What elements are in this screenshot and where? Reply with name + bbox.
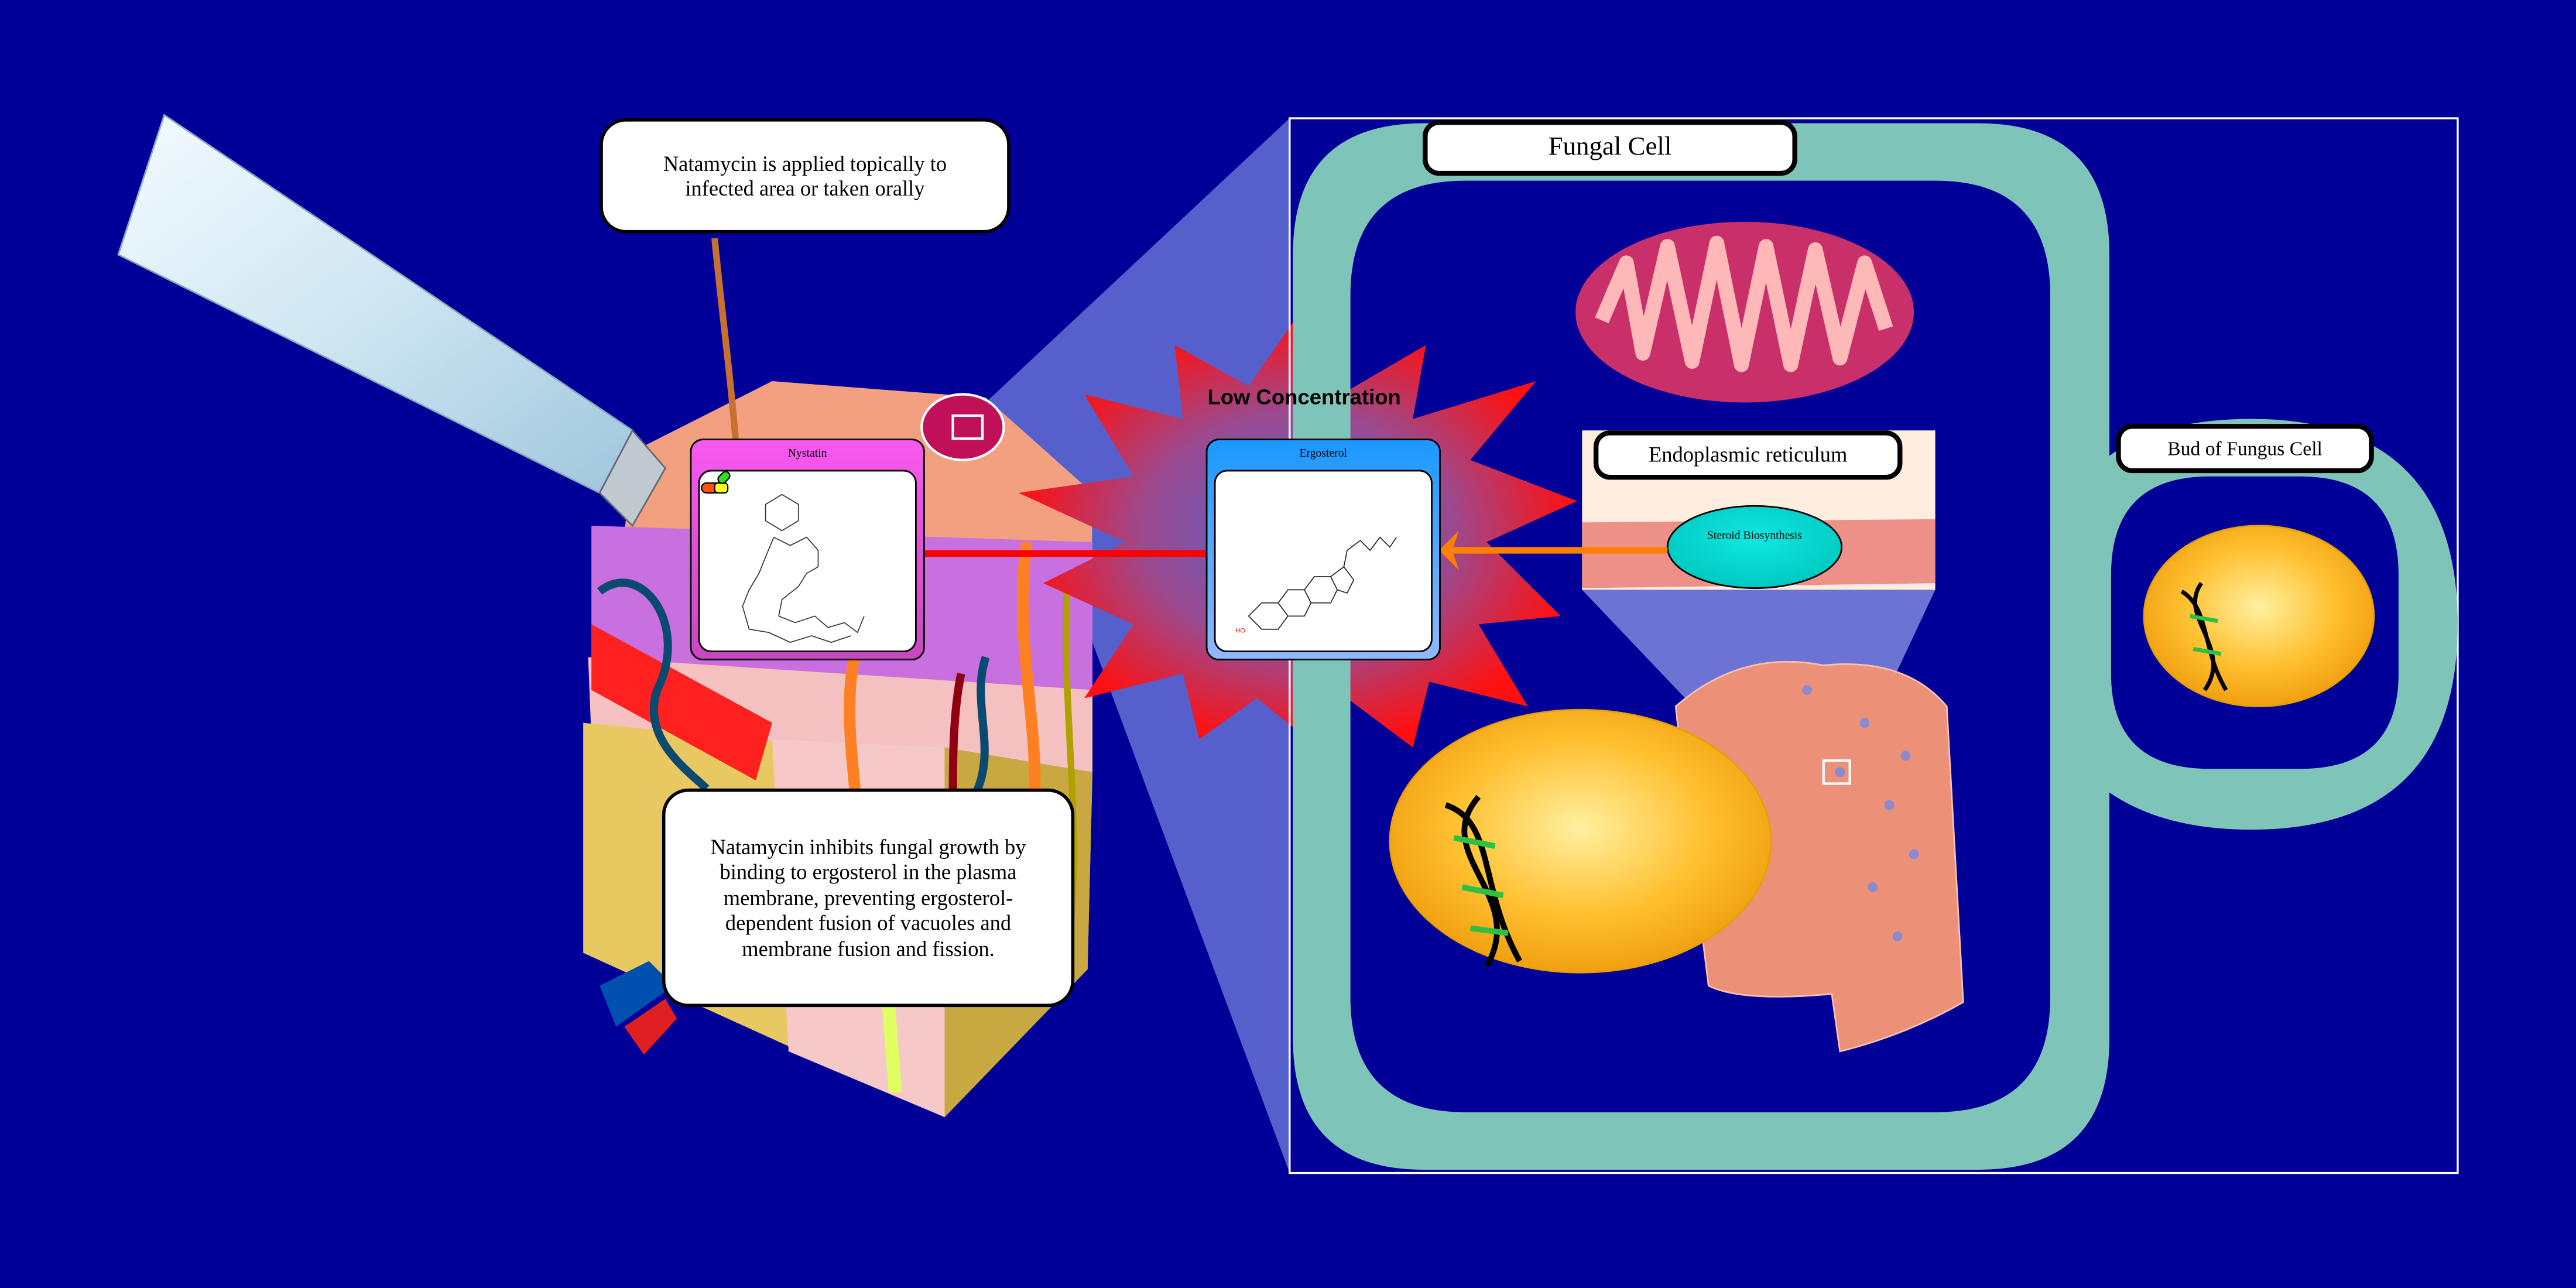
- fungal-cell-label: Fungal Cell: [1423, 119, 1797, 176]
- nystatin-structure: [698, 470, 917, 653]
- er-text: Endoplasmic reticulum: [1648, 441, 1848, 467]
- low-concentration-label: Low Concentration: [1207, 384, 1401, 409]
- svg-text:HO: HO: [1235, 627, 1245, 634]
- bud-text: Bud of Fungus Cell: [2167, 436, 2322, 460]
- dna-icon: [2180, 582, 2228, 691]
- dna-icon: [1444, 794, 1522, 968]
- nucleus: [1389, 708, 1772, 974]
- nystatin-title: Nystatin: [787, 447, 827, 460]
- nystatin-molecule-icon: [742, 494, 865, 643]
- endoplasmic-reticulum-organelle: [1674, 660, 1964, 1053]
- ergosterol-molecule-icon: HO: [1235, 536, 1397, 634]
- nystatin-card: Nystatin: [690, 439, 925, 661]
- ergosterol-structure: HO: [1214, 470, 1433, 653]
- mechanism-callout: Natamycin inhibits fungal growth by bind…: [662, 788, 1075, 1008]
- ergosterol-title: Ergosterol: [1299, 447, 1348, 460]
- application-text: Natamycin is applied topically to infect…: [663, 151, 947, 201]
- bud-label: Bud of Fungus Cell: [2116, 423, 2374, 474]
- magnified-spot: [920, 393, 1005, 461]
- pill-icon: [701, 471, 731, 494]
- steroid-biosynthesis-label: Steroid Biosynthesis: [1707, 529, 1802, 543]
- fungal-cell-text: Fungal Cell: [1548, 133, 1672, 161]
- ergosterol-card: Ergosterol HO: [1205, 439, 1441, 661]
- bud-nucleus: [2143, 525, 2375, 708]
- mechanism-text: Natamycin inhibits fungal growth by bind…: [710, 834, 1026, 961]
- application-callout: Natamycin is applied topically to infect…: [600, 118, 1010, 234]
- mitochondrion: [1575, 221, 1914, 403]
- er-label: Endoplasmic reticulum: [1593, 430, 1903, 480]
- ointment-tube-icon: [117, 114, 667, 527]
